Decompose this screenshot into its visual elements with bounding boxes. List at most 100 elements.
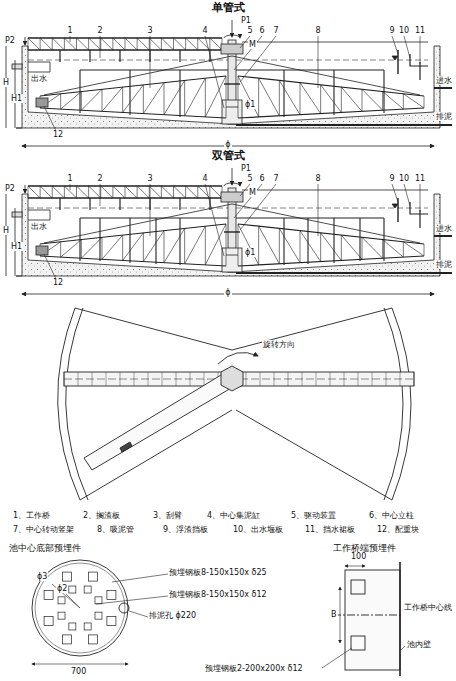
drawing-line xyxy=(238,76,259,117)
drawing-rect xyxy=(351,636,365,650)
drawing-line xyxy=(274,372,275,386)
drawing-line xyxy=(32,664,128,665)
drawing-line xyxy=(362,89,383,110)
drawing-g xyxy=(40,76,424,118)
drawing-line xyxy=(64,372,65,386)
label-text: 排泥 xyxy=(435,112,453,121)
drawing-rect xyxy=(58,597,65,604)
label-text: 8、吸泥管 xyxy=(96,525,135,534)
drawing-line xyxy=(226,76,227,118)
label-text: 7 xyxy=(272,26,279,35)
drawing-rect xyxy=(62,572,71,581)
drawing-line xyxy=(28,38,29,50)
drawing-line xyxy=(81,92,82,111)
drawing-line xyxy=(333,615,402,616)
drawing-line xyxy=(61,92,82,110)
drawing-line xyxy=(174,38,186,50)
drawing-line xyxy=(40,38,52,50)
drawing-line xyxy=(64,38,65,50)
drawing-line xyxy=(386,372,387,386)
drawing-line xyxy=(238,76,239,118)
drawing-line xyxy=(341,87,342,112)
label-text: 2 xyxy=(96,174,103,183)
drawing-path xyxy=(322,646,405,668)
drawing-rect xyxy=(36,98,48,107)
label-text: 双管式 xyxy=(211,150,246,163)
label-text: 6 xyxy=(258,174,265,183)
drawing-line xyxy=(78,372,79,386)
drawing-line xyxy=(120,372,121,386)
drawing-line xyxy=(403,94,424,108)
drawing-line xyxy=(238,108,424,118)
drawing-line xyxy=(173,38,174,50)
drawing-line xyxy=(137,38,138,50)
drawing-path xyxy=(218,352,258,364)
drawing-line xyxy=(123,85,144,113)
drawing-rect xyxy=(95,597,102,604)
drawing-line xyxy=(341,87,362,111)
drawing-line xyxy=(205,76,226,117)
label-text: H1 xyxy=(10,94,23,103)
drawing-line xyxy=(81,89,102,110)
label-text: 10、出水堰板 xyxy=(232,525,284,534)
drawing-line xyxy=(316,372,317,386)
label-text: 6、中心立柱 xyxy=(368,511,415,520)
drawing-line xyxy=(197,38,198,50)
drawing-rect xyxy=(69,586,76,593)
label-text: P1 xyxy=(240,164,252,173)
drawing-line xyxy=(164,83,165,115)
drawing-line xyxy=(279,80,280,115)
label-text: 8 xyxy=(314,174,321,183)
drawing-rect xyxy=(62,635,71,644)
drawing-rect xyxy=(351,580,365,594)
drawing-line xyxy=(424,96,425,108)
label-text: 3 xyxy=(146,174,153,183)
drawing-line xyxy=(259,78,280,116)
drawing-line xyxy=(125,38,126,50)
label-text: 12 xyxy=(52,278,64,287)
label-text: 10 xyxy=(398,174,410,183)
drawing-line xyxy=(258,78,259,117)
elevation-view xyxy=(6,20,452,146)
drawing-polygon xyxy=(221,366,243,391)
label-text: 12、配重块 xyxy=(376,525,420,534)
drawing-rect xyxy=(95,612,102,619)
drawing-line xyxy=(28,38,40,50)
drawing-line xyxy=(52,38,53,50)
label-text: 预埋钢板8-150x150x δ12 xyxy=(168,590,268,599)
label-text: 11 xyxy=(414,174,426,183)
drawing-rect xyxy=(12,64,22,69)
drawing-line xyxy=(205,78,206,117)
drawing-line xyxy=(302,372,303,386)
drawing-line xyxy=(414,372,415,386)
label-text: 7 xyxy=(272,174,279,183)
drawing-line xyxy=(236,124,452,126)
drawing-rect xyxy=(58,612,65,619)
drawing-path xyxy=(84,372,238,470)
drawing-rect xyxy=(345,570,400,670)
drawing-line xyxy=(88,38,89,50)
drawing-path xyxy=(58,308,88,500)
label-text: B xyxy=(330,610,338,619)
label-text: 3 xyxy=(146,26,153,35)
label-text: 9 xyxy=(388,26,395,35)
label-text: 5 xyxy=(246,26,253,35)
drawing-line xyxy=(25,37,26,45)
drawing-line xyxy=(210,38,222,50)
drawing-line xyxy=(52,38,64,50)
drawing-path xyxy=(75,308,392,350)
drawing-line xyxy=(102,87,123,111)
drawing-g xyxy=(44,572,116,644)
drawing-line xyxy=(161,38,162,50)
drawing-path xyxy=(392,56,398,60)
drawing-line xyxy=(66,594,80,608)
drawing-line xyxy=(100,38,101,50)
drawing-line xyxy=(176,372,177,386)
label-text: ϕ xyxy=(224,288,231,297)
drawing-line xyxy=(52,584,80,608)
drawing-line xyxy=(89,38,101,50)
drawing-line xyxy=(137,38,149,50)
drawing-line xyxy=(300,83,301,115)
drawing-line xyxy=(330,372,331,386)
